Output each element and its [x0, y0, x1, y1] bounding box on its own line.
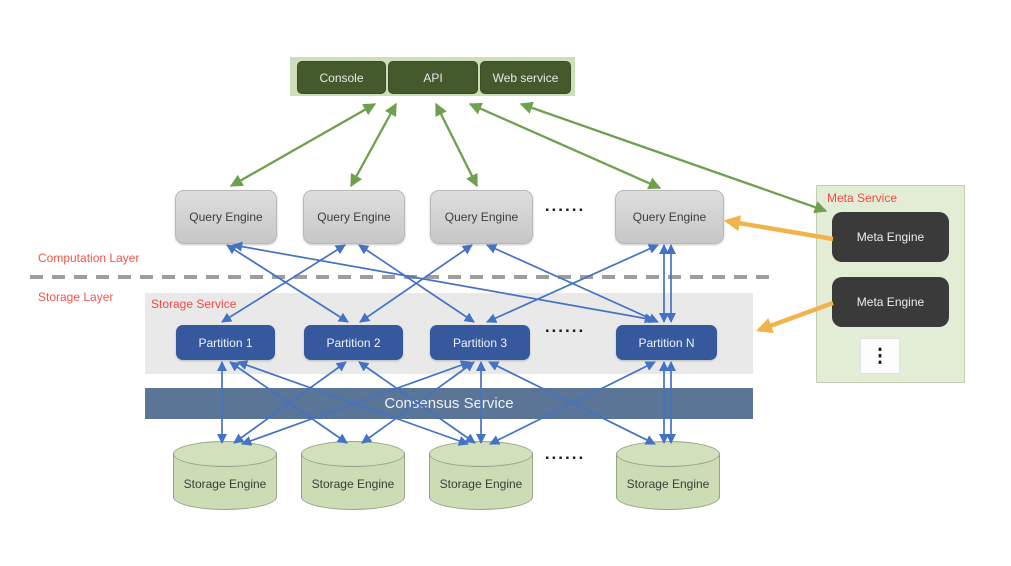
cylinder-top	[429, 441, 533, 467]
meta-service-panel: Meta Service Meta Engine Meta Engine ⋮	[816, 185, 965, 383]
cylinder-top	[173, 441, 277, 467]
query-engine-label-3: Query Engine	[444, 210, 519, 224]
storage-engine-label-2: Storage Engine	[311, 477, 395, 491]
storage-engine-label-3: Storage Engine	[439, 477, 523, 491]
storage-engine-label-1: Storage Engine	[183, 477, 267, 491]
partition-box-3: Partition 3	[430, 325, 530, 360]
partitions-ellipsis: ......	[544, 317, 586, 336]
console-box: Console	[297, 61, 386, 94]
meta-engine-label-2: Meta Engine	[856, 295, 925, 309]
query-engine-box-4: Query Engine	[615, 190, 724, 244]
storage-engine-label-4: Storage Engine	[626, 477, 710, 491]
meta-service-title: Meta Service	[827, 191, 898, 205]
query-engine-label-4: Query Engine	[632, 210, 707, 224]
arrow-api-qe4	[468, 102, 662, 190]
web-service-box: Web service	[480, 61, 571, 94]
query-engine-label-2: Query Engine	[317, 210, 391, 224]
meta-engines-ellipsis: ⋮	[870, 345, 890, 367]
meta-engine-box-1: Meta Engine	[832, 212, 949, 262]
computation-layer-label: Computation Layer	[38, 251, 140, 265]
partition-label-2: Partition 2	[326, 335, 381, 350]
api-label: API	[423, 70, 443, 85]
partition-label-n: Partition N	[638, 335, 695, 350]
partition-label-1: Partition 1	[198, 335, 253, 350]
partition-box-2: Partition 2	[304, 325, 403, 360]
query-engine-box-3: Query Engine	[430, 190, 533, 244]
arrow-api-qe3	[434, 102, 479, 188]
partition-box-1: Partition 1	[176, 325, 275, 360]
arrow-console-qe1	[229, 103, 377, 187]
storage-engine-cylinder-4: Storage Engine	[616, 441, 720, 510]
storage-engines-ellipsis: ......	[544, 444, 586, 463]
storage-engine-cylinder-1: Storage Engine	[173, 441, 277, 510]
query-engine-box-1: Query Engine	[175, 190, 277, 244]
arrow-api-qe2	[349, 102, 398, 188]
console-label: Console	[319, 70, 364, 85]
query-engine-label-1: Query Engine	[189, 210, 263, 224]
query-engines-ellipsis: ......	[544, 196, 586, 215]
meta-engine-label-1: Meta Engine	[856, 230, 925, 244]
storage-service-title: Storage Service	[151, 297, 237, 311]
web-service-label: Web service	[492, 70, 559, 85]
cylinder-top	[301, 441, 405, 467]
meta-engines-ellipsis-box: ⋮	[860, 338, 900, 374]
partition-label-3: Partition 3	[452, 335, 508, 350]
storage-engine-cylinder-2: Storage Engine	[301, 441, 405, 510]
storage-engine-cylinder-3: Storage Engine	[429, 441, 533, 510]
api-box: API	[388, 61, 478, 94]
storage-layer-label: Storage Layer	[38, 290, 114, 304]
partition-box-n: Partition N	[616, 325, 717, 360]
consensus-service-bar: Consensus Service	[145, 388, 753, 419]
meta-engine-box-2: Meta Engine	[832, 277, 949, 327]
consensus-service-label: Consensus Service	[384, 395, 514, 412]
query-engine-box-2: Query Engine	[303, 190, 405, 244]
cylinder-top	[616, 441, 720, 467]
